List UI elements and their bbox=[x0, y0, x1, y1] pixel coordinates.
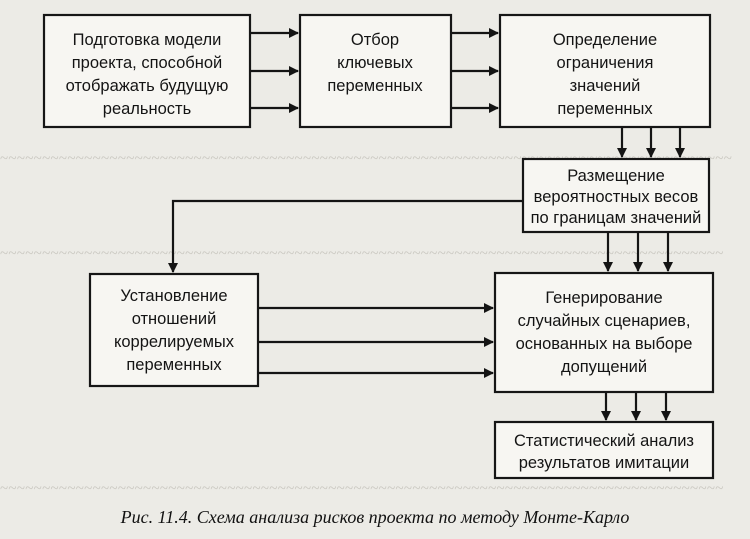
figure-caption: Рис. 11.4. Схема анализа рисков проекта … bbox=[120, 507, 630, 527]
box-correl-line-2: отношений bbox=[132, 310, 217, 328]
box-generate: Генерирование случайных сценариев, основ… bbox=[493, 271, 715, 394]
box-stats: Статистический анализ результатов имитац… bbox=[493, 420, 715, 480]
box-model-line-3: отображать будущую bbox=[66, 77, 229, 95]
box-correl: Установление отношений коррелируемых пер… bbox=[88, 272, 260, 388]
box-limits: Определение ограничения значений перемен… bbox=[498, 13, 712, 129]
box-stats-line-2: результатов имитации bbox=[519, 454, 690, 472]
box-correl-line-3: коррелируемых bbox=[114, 333, 235, 351]
box-stats-line-1: Статистический анализ bbox=[514, 432, 694, 450]
box-model-line-2: проекта, способной bbox=[72, 54, 223, 72]
box-select-line-2: ключевых bbox=[337, 54, 413, 72]
box-select: Отбор ключевых переменных bbox=[298, 13, 453, 129]
arrow-weights-correl bbox=[168, 199, 523, 273]
box-model-line-4: реальность bbox=[103, 100, 191, 118]
box-weights: Размещение вероятностных весов по границ… bbox=[521, 157, 711, 234]
bleed-through-text: ~~~~~~~~~~~~~~~~~~~~~~~~~~~~~~~~~~~~~~~~… bbox=[0, 481, 724, 497]
arrows bbox=[168, 28, 685, 421]
box-correl-line-1: Установление bbox=[120, 287, 227, 305]
box-weights-line-3: по границам значений bbox=[531, 209, 702, 227]
box-generate-line-2: случайных сценариев, bbox=[518, 312, 691, 330]
box-model-line-1: Подготовка модели bbox=[73, 31, 222, 49]
box-limits-line-1: Определение bbox=[553, 31, 657, 49]
box-weights-line-2: вероятностных весов bbox=[534, 188, 699, 206]
bleed-through-text: ~~~~~~~~~~~~~~~~~~~~~~~~~~~~~~~~~~~~~~~~… bbox=[0, 246, 724, 262]
box-weights-line-1: Размещение bbox=[567, 167, 665, 185]
box-generate-line-4: допущений bbox=[561, 358, 647, 376]
box-limits-line-2: ограничения bbox=[557, 54, 654, 72]
box-generate-line-3: основанных на выборе bbox=[516, 335, 693, 353]
box-limits-line-4: переменных bbox=[557, 100, 653, 118]
box-select-line-3: переменных bbox=[327, 77, 423, 95]
box-model: Подготовка модели проекта, способной ото… bbox=[42, 13, 252, 129]
box-generate-line-1: Генерирование bbox=[545, 289, 662, 307]
box-select-line-1: Отбор bbox=[351, 31, 399, 49]
box-limits-line-3: значений bbox=[570, 77, 641, 95]
box-correl-line-4: переменных bbox=[126, 356, 222, 374]
